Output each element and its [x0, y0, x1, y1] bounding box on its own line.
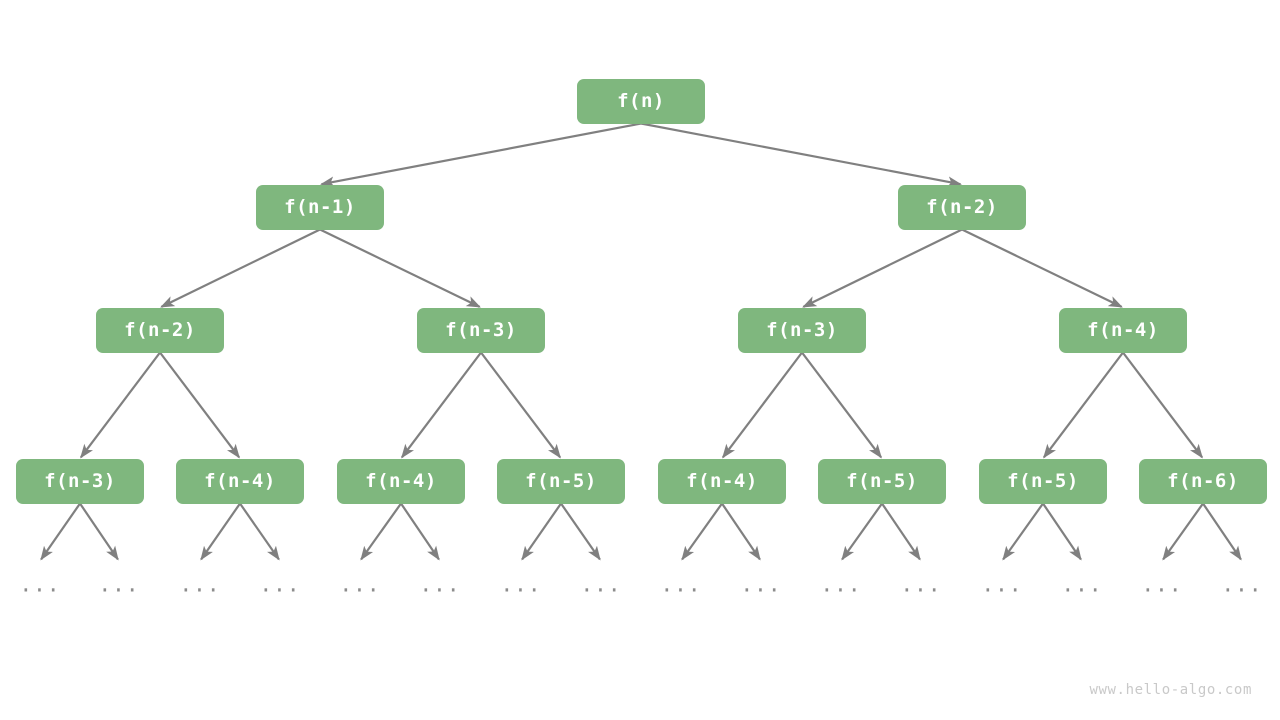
edge-n9-to-ellipsis-4 [360, 502, 402, 561]
edge-n13-to-ellipsis-12 [1002, 502, 1044, 561]
watermark: www.hello-algo.com [1089, 682, 1252, 698]
tree-node-n8: f(n-4) [176, 458, 304, 504]
edge-n11-to-ellipsis-9 [721, 502, 761, 561]
edge-n8-to-ellipsis-3 [239, 502, 280, 561]
ellipsis-marker: ... [339, 572, 381, 597]
edge-n1-to-n3 [160, 228, 321, 308]
edge-n10-to-ellipsis-6 [521, 502, 562, 561]
edge-n12-to-ellipsis-10 [841, 502, 883, 561]
tree-node-n13: f(n-5) [979, 458, 1107, 504]
ellipsis-marker: ... [1061, 572, 1103, 597]
tree-node-n9: f(n-4) [337, 458, 465, 504]
tree-node-n2: f(n-2) [898, 184, 1026, 230]
ellipsis-marker: ... [1221, 572, 1263, 597]
ellipsis-marker: ... [259, 572, 301, 597]
edge-n7-to-ellipsis-1 [79, 502, 119, 561]
edge-n2-to-n5 [802, 228, 963, 308]
edge-n5-to-n11 [722, 351, 803, 459]
tree-node-n12: f(n-5) [818, 458, 946, 504]
edge-n2-to-n6 [961, 228, 1123, 308]
tree-node-n10: f(n-5) [497, 458, 625, 504]
ellipsis-marker: ... [820, 572, 862, 597]
edge-n13-to-ellipsis-13 [1042, 502, 1082, 561]
ellipsis-marker: ... [900, 572, 942, 597]
edge-n4-to-n10 [480, 351, 561, 459]
ellipsis-marker: ... [740, 572, 782, 597]
ellipsis-marker: ... [500, 572, 542, 597]
ellipsis-marker: ... [419, 572, 461, 597]
tree-node-n7: f(n-3) [16, 458, 144, 504]
edge-n12-to-ellipsis-11 [881, 502, 921, 561]
edge-n0-to-n2 [640, 122, 962, 188]
ellipsis-marker: ... [98, 572, 140, 597]
edge-n10-to-ellipsis-7 [560, 502, 601, 561]
ellipsis-marker: ... [580, 572, 622, 597]
edge-n14-to-ellipsis-14 [1162, 502, 1204, 561]
edge-n4-to-n9 [401, 351, 482, 459]
tree-node-n11: f(n-4) [658, 458, 786, 504]
ellipsis-marker: ... [981, 572, 1023, 597]
edge-n7-to-ellipsis-0 [40, 502, 81, 561]
edge-n11-to-ellipsis-8 [681, 502, 723, 561]
tree-node-n3: f(n-2) [96, 307, 224, 353]
edge-n8-to-ellipsis-2 [200, 502, 241, 561]
tree-node-n6: f(n-4) [1059, 307, 1187, 353]
edge-n6-to-n14 [1122, 351, 1203, 459]
ellipsis-marker: ... [19, 572, 61, 597]
ellipsis-marker: ... [1141, 572, 1183, 597]
ellipsis-marker: ... [660, 572, 702, 597]
edge-n6-to-n13 [1043, 351, 1124, 459]
edge-n1-to-n4 [319, 228, 481, 308]
edge-n3-to-n8 [159, 351, 240, 459]
ellipsis-marker: ... [179, 572, 221, 597]
edge-n14-to-ellipsis-15 [1202, 502, 1242, 561]
edge-n0-to-n1 [320, 122, 642, 188]
edge-n5-to-n12 [801, 351, 882, 459]
tree-node-n14: f(n-6) [1139, 458, 1267, 504]
tree-node-n5: f(n-3) [738, 307, 866, 353]
tree-node-n4: f(n-3) [417, 307, 545, 353]
edge-n3-to-n7 [80, 351, 161, 459]
tree-node-n0: f(n) [577, 78, 705, 124]
tree-node-n1: f(n-1) [256, 184, 384, 230]
edge-n9-to-ellipsis-5 [400, 502, 440, 561]
